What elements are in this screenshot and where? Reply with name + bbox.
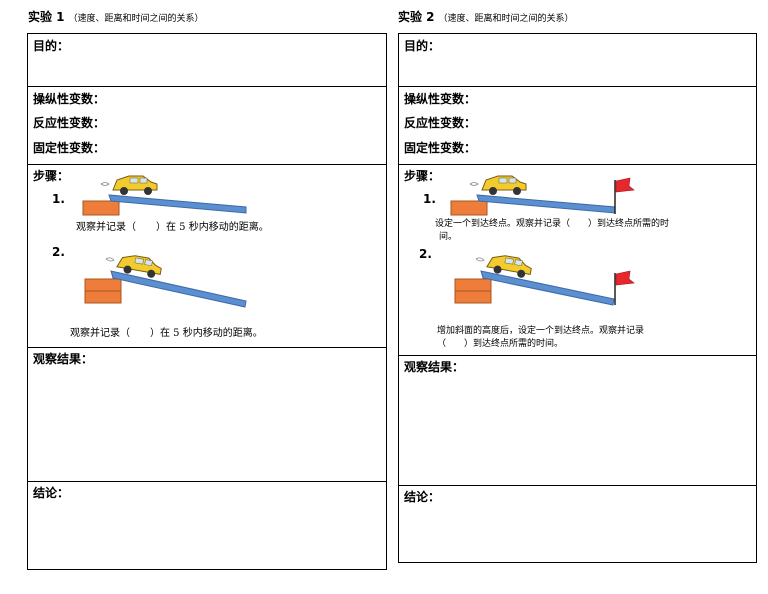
exp2-step2-number: 2. [419, 247, 432, 261]
exp2-step1-number: 1. [423, 192, 436, 206]
exp1-conclusion-section: 结论： [28, 482, 386, 569]
wooden-block [454, 278, 492, 292]
exp2-step2-text-line2: （ ）到达终点所需的时间。 [437, 339, 564, 349]
exp1-step1-text: 观察并记录（ ）在 5 秒内移动的距离。 [76, 222, 269, 233]
exp2-observation-label: 观察结果： [404, 360, 465, 374]
exp1-variables-section: 操纵性变数： 反应性变数： 固定性变数： [28, 87, 386, 165]
finish-flag-icon [614, 270, 635, 305]
exp1-observation-label: 观察结果： [33, 352, 94, 366]
wooden-block [82, 200, 120, 216]
exp1-constant-label: 固定性变数： [33, 141, 106, 155]
exp2-subtitle: （速度、距离和时间之间的关系） [438, 14, 574, 24]
exp1-step2-text: 观察并记录（ ）在 5 秒内移动的距离。 [70, 328, 263, 339]
exp2-heading: 实验 2（速度、距离和时间之间的关系） [398, 8, 574, 25]
exp2-steps-section: 步骤： 1. 设定一个到达终点。观察并记录（ ）到达终点所需的时 间。 2. [399, 165, 756, 356]
exp1-aim-label: 目的： [33, 39, 70, 53]
exp2-step1-illustration [450, 175, 635, 216]
exp1-sheet: 目的： 操纵性变数： 反应性变数： 固定性变数： 步骤： 1. 观察并记录（ ）… [27, 33, 387, 570]
exp1-step2-illustration [84, 255, 247, 308]
exp1-aim-section: 目的： [28, 34, 386, 87]
exp2-manipulated-label: 操纵性变数： [404, 92, 477, 106]
exp1-observation-section: 观察结果： [28, 348, 386, 482]
wooden-block [454, 290, 492, 304]
exp1-step1-illustration [82, 175, 247, 216]
exp1-step1-number: 1. [52, 192, 65, 206]
exp2-title: 实验 2 [398, 10, 435, 24]
ramp-board [108, 194, 247, 214]
exp1-heading: 实验 1（速度、距离和时间之间的关系） [28, 8, 204, 25]
exp2-step2-text-line1: 增加斜面的高度后，设定一个到达终点。观察并记录 [437, 326, 645, 336]
exp2-conclusion-label: 结论： [404, 490, 441, 504]
exp2-step2-illustration [454, 255, 635, 306]
exp2-aim-label: 目的： [404, 39, 441, 53]
toy-car-icon [475, 255, 532, 278]
toy-car-icon [100, 175, 158, 195]
exp1-responding-label: 反应性变数： [33, 116, 106, 130]
exp1-step2-number: 2. [52, 245, 65, 259]
wooden-block [450, 200, 488, 216]
exp1-title: 实验 1 [28, 10, 65, 24]
toy-car-icon [105, 255, 162, 278]
exp2-sheet: 目的： 操纵性变数： 反应性变数： 固定性变数： 步骤： 1. 设定一个到达终点… [398, 33, 757, 563]
exp2-conclusion-section: 结论： [399, 486, 756, 562]
exp2-variables-section: 操纵性变数： 反应性变数： 固定性变数： [399, 87, 756, 165]
exp2-responding-label: 反应性变数： [404, 116, 477, 130]
exp2-step1-text-line1: 设定一个到达终点。观察并记录（ ）到达终点所需的时 [435, 219, 670, 229]
exp1-conclusion-label: 结论： [33, 486, 70, 500]
exp2-constant-label: 固定性变数： [404, 141, 477, 155]
toy-car-icon [469, 175, 527, 195]
wooden-block [84, 290, 122, 304]
exp1-steps-label: 步骤： [33, 169, 70, 183]
exp1-subtitle: （速度、距离和时间之间的关系） [68, 14, 204, 24]
exp2-aim-section: 目的： [399, 34, 756, 87]
exp2-observation-section: 观察结果： [399, 356, 756, 486]
exp2-step1-text-line2: 间。 [439, 232, 458, 242]
ramp-board [476, 194, 616, 214]
wooden-block [84, 278, 122, 292]
ramp-board [480, 270, 615, 306]
exp1-steps-section: 步骤： 1. 观察并记录（ ）在 5 秒内移动的距离。 2. [28, 165, 386, 348]
exp2-steps-label: 步骤： [404, 169, 441, 183]
finish-flag-icon [614, 177, 635, 214]
ramp-board [110, 270, 247, 308]
exp1-manipulated-label: 操纵性变数： [33, 92, 106, 106]
